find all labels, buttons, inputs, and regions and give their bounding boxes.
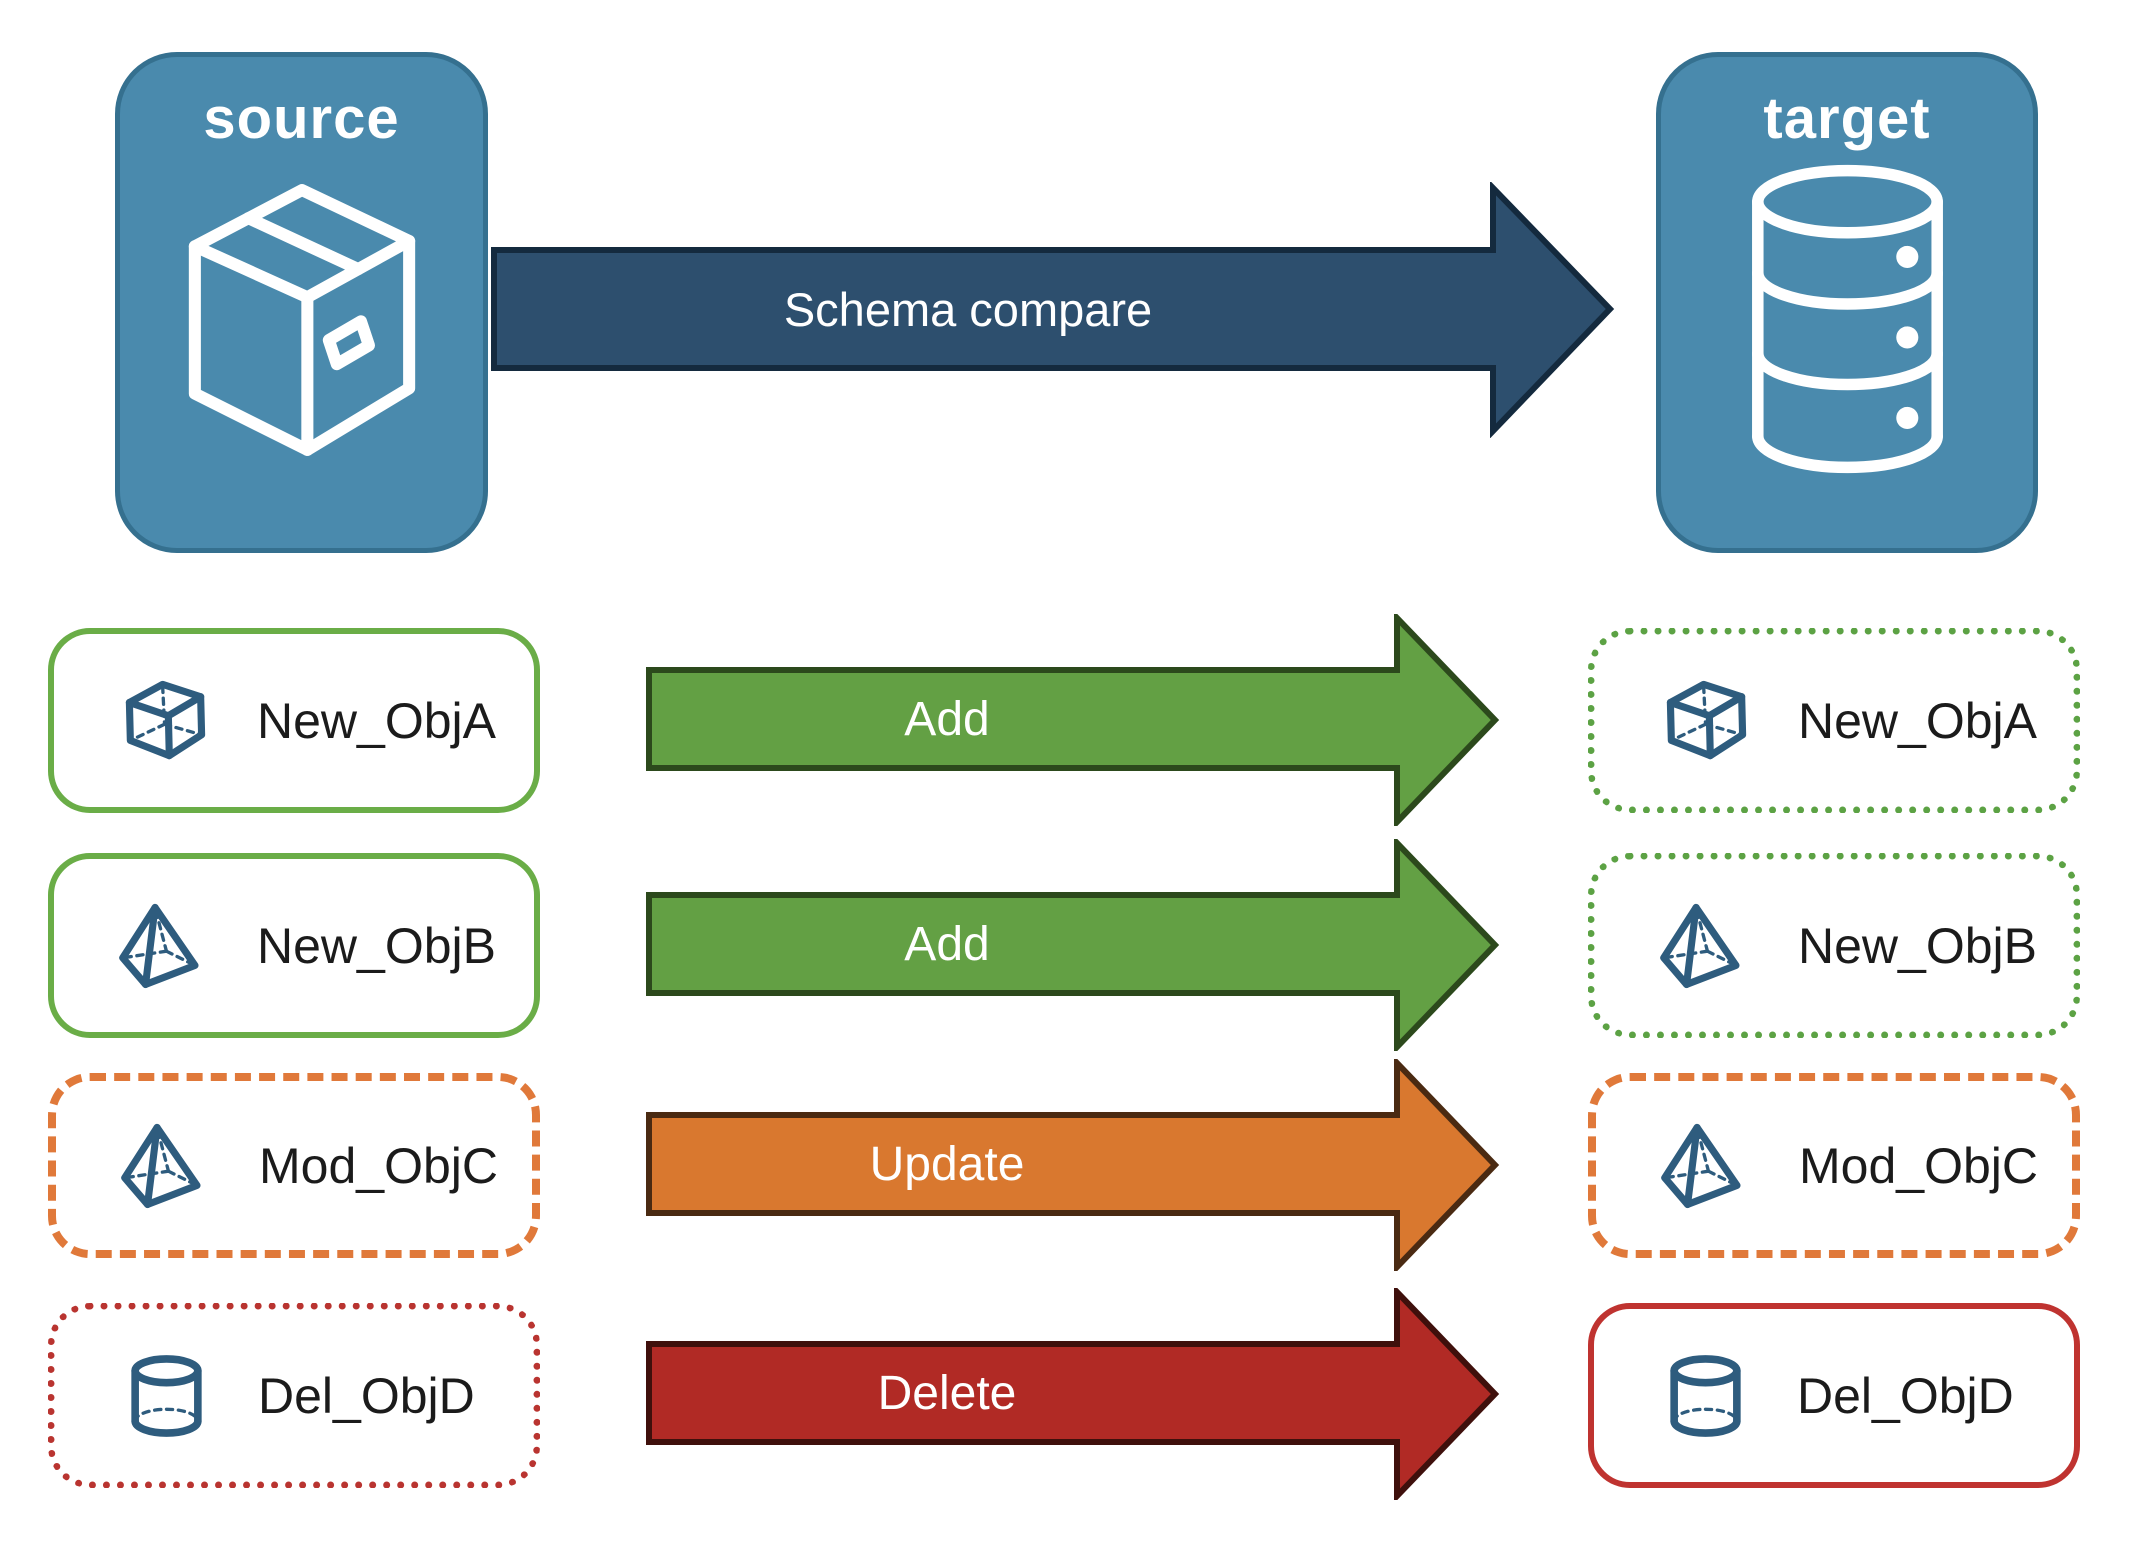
object-label: Del_ObjD [258,1367,475,1424]
cube-icon [125,680,206,760]
target-object-card-del-objd: Del_ObjD [1588,1303,2080,1488]
object-label: Mod_ObjC [259,1137,498,1194]
package-box-icon [188,184,415,456]
object-label: New_ObjB [1798,917,2037,974]
action-label: Delete [877,1366,1017,1420]
source-node-label: source [203,86,400,151]
source-object-card-mod-objc: Mod_ObjC [48,1073,540,1258]
object-label: New_ObjA [257,692,496,749]
action-label: Update [869,1137,1025,1191]
source-object-card-new-obja: New_ObjA [48,628,540,813]
cylinder-icon [131,1355,202,1437]
pyramid-icon [1661,1123,1741,1209]
target-node: target [1656,52,2038,553]
pyramid-icon [121,1123,201,1209]
schema-compare-arrow: Schema compare [490,182,1615,438]
action-arrow-add-obja: Add [645,614,1500,826]
source-node: source [115,52,488,553]
schema-compare-label: Schema compare [783,282,1153,336]
action-arrow-update-objc: Update [645,1059,1500,1271]
target-object-card-new-obja: New_ObjA [1588,628,2080,813]
source-object-card-del-objd: Del_ObjD [48,1303,540,1488]
target-node-label: target [1763,86,1931,151]
cube-icon [1666,680,1747,760]
object-label: New_ObjB [257,917,496,974]
target-object-card-mod-objc: Mod_ObjC [1588,1073,2080,1258]
source-object-card-new-objb: New_ObjB [48,853,540,1038]
target-object-card-new-objb: New_ObjB [1588,853,2080,1038]
pyramid-icon [1660,903,1740,989]
cylinder-icon [1670,1355,1741,1437]
pyramid-icon [119,903,199,989]
object-label: Del_ObjD [1797,1367,2014,1424]
action-arrow-add-objb: Add [645,839,1500,1051]
action-arrow-delete-objd: Delete [645,1288,1500,1500]
action-label: Add [904,692,990,746]
action-label: Add [904,917,990,971]
object-label: Mod_ObjC [1799,1137,2038,1194]
database-icon [1751,164,1943,474]
object-label: New_ObjA [1798,692,2037,749]
